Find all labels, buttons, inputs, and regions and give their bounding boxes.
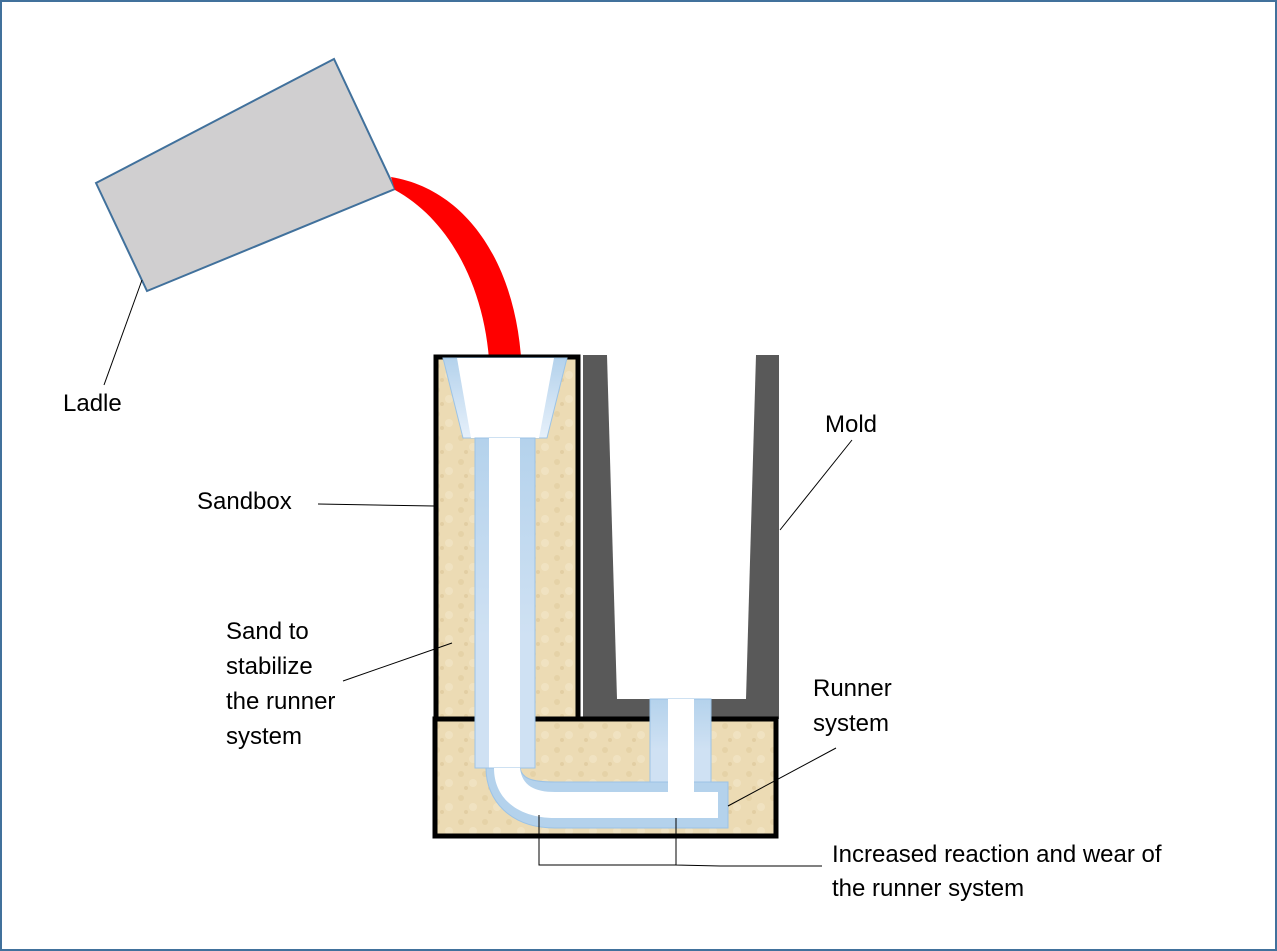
label-sandbox: Sandbox (197, 488, 292, 515)
label-sand-line2: stabilize (226, 653, 313, 680)
label-ladle: Ladle (63, 390, 122, 417)
mold-cavity (607, 355, 756, 699)
label-sand-line1: Sand to (226, 618, 309, 645)
label-wear-line2: the runner system (832, 875, 1024, 902)
leader-lines (103, 279, 853, 867)
runner-system (442, 357, 729, 829)
label-runner-line1: Runner (813, 675, 892, 702)
label-runner-line2: system (813, 710, 889, 737)
label-wear-line1: Increased reaction and wear of (832, 841, 1162, 868)
label-sand-line4: system (226, 723, 302, 750)
label-sand-line3: the runner (226, 688, 335, 715)
label-mold: Mold (825, 411, 877, 438)
molten-metal-stream (391, 177, 522, 377)
